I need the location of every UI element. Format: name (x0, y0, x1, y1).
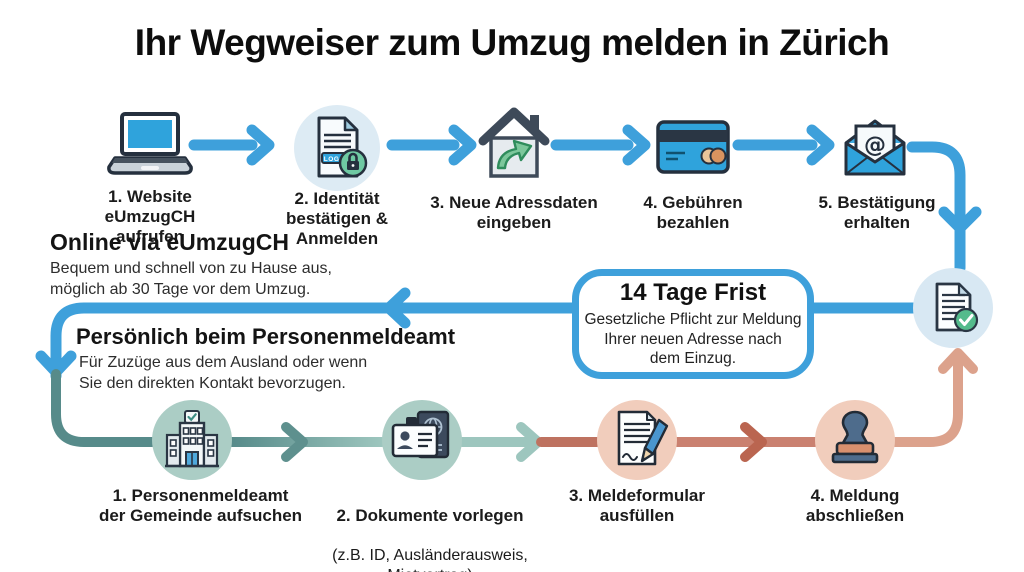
return-down-arrowhead (35, 350, 77, 378)
government-building-icon (152, 400, 232, 480)
online-step-3-label: 3. Neue Adressdaten eingeben (430, 193, 598, 233)
inperson-step-2-main: 2. Dokumente vorlegen (336, 506, 524, 526)
laptop-icon (105, 111, 195, 181)
inperson-step-2-label: 2. Dokumente vorlegen (z.B. ID, Auslände… (310, 486, 550, 572)
online-step-1-label: 1. Website eUmzugCH aufrufen (104, 187, 196, 247)
check-icon (953, 307, 979, 333)
deadline-text: Gesetzliche Pflicht zur Meldung Ihrer ne… (584, 311, 802, 368)
inperson-section-description: Für Zuzüge aus dem Ausland oder wenn Sie… (79, 354, 368, 392)
online-step-4-label: 4. Gebühren bezahlen (643, 193, 743, 233)
online-arrow-3-head (622, 124, 651, 166)
inperson-section-heading: Persönlich beim Personenmeldeamt (76, 324, 456, 349)
inperson-step-2-sublabel: (z.B. ID, Ausländerausweis, Mietvertrag) (332, 547, 528, 572)
online-section-description: Bequem und schnell von zu Hause aus, mög… (50, 260, 332, 298)
online-step-5-label: 5. Bestätigung erhalten (818, 193, 936, 233)
id-documents-icon (382, 400, 462, 480)
signature-squiggle (622, 453, 638, 461)
email-confirmation-icon: @ (842, 116, 908, 180)
login-badge-text: LOGIN (324, 156, 348, 163)
online-arrow-2-head (448, 124, 477, 166)
online-step-2-label: 2. Identität bestätigen & Anmelden (285, 189, 389, 249)
return-left-arrowhead (383, 287, 411, 329)
deadline-box: 14 Tage Frist Gesetzliche Pflicht zur Me… (572, 269, 814, 379)
stamp-icon (815, 400, 895, 480)
house-new-address-icon (477, 105, 551, 183)
inperson-step-3-label: 3. Meldeformular ausfüllen (568, 486, 706, 526)
page-title: Ihr Wegweiser zum Umzug melden in Zürich (134, 22, 890, 63)
form-pen-icon (597, 400, 677, 480)
inperson-step-1-label: 1. Personenmeldeamt der Gemeinde aufsuch… (98, 486, 303, 526)
online-section-heading: Online via eUmzugCH (50, 229, 289, 255)
confirmation-document-icon (913, 268, 993, 348)
inperson-finish-path (890, 359, 963, 447)
inperson-up-arrowhead (938, 348, 978, 374)
online-arrow-1-head (246, 124, 275, 166)
inperson-arrow-3-head (740, 422, 767, 462)
inperson-arrow-1-head (281, 422, 308, 462)
at-symbol: @ (864, 133, 886, 158)
inperson-arrow-2-head (516, 422, 543, 462)
move-arrow-glyph (496, 139, 533, 170)
inperson-step-4-label: 4. Meldung abschließen (805, 486, 905, 526)
deadline-title: 14 Tage Frist (619, 279, 767, 307)
login-document-icon: LOGIN (293, 104, 381, 192)
online-arrow-4-head (806, 124, 835, 166)
credit-card-icon (656, 120, 730, 174)
